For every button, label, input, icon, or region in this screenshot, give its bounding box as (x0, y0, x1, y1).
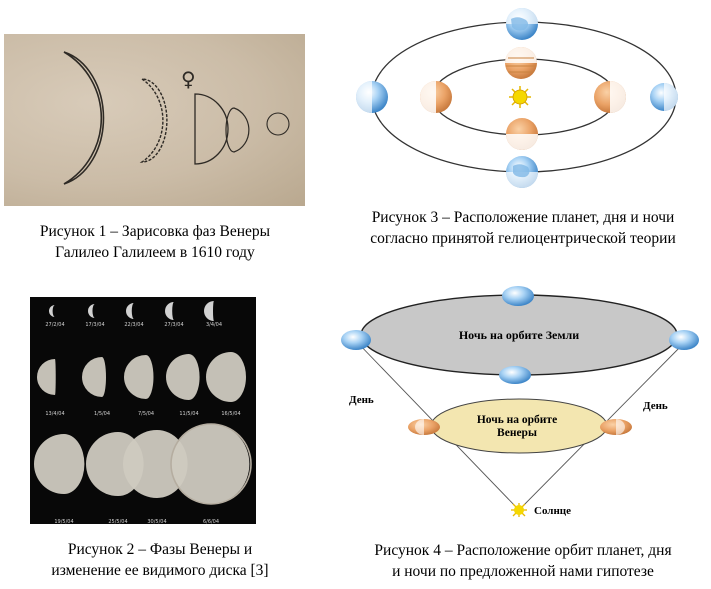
venus-phase-photo (124, 355, 154, 399)
figure-3-heliocentric-scheme (348, 6, 678, 194)
heliocentric-diagram (356, 8, 678, 188)
mid-crescent (139, 78, 168, 163)
venus-phase-sketch: ♀ (63, 51, 290, 185)
venus-phase-date: 6/6/04 (203, 519, 219, 524)
venus-symbol: ♀ (181, 67, 196, 91)
figure-3-caption-line1: Рисунок 3 – Расположение планет, дня и н… (371, 209, 675, 226)
venus-right (600, 419, 632, 435)
venus-phase-date: 25/5/04 (108, 519, 127, 524)
earth-right (669, 330, 699, 350)
figure-4-caption: Рисунок 4 – Расположение орбит планет, д… (335, 540, 711, 582)
figure-3-caption-line2: согласно принятой гелиоцентрической теор… (370, 230, 676, 247)
figure-4-caption-line2: и ночи по предложенной нами гипотезе (392, 563, 654, 580)
venus-phase-photo (37, 359, 56, 395)
venus-phase-date: 19/5/04 (54, 519, 73, 524)
venus-phase-photo (49, 305, 55, 317)
figure-2-caption-line2: изменение ее видимого диска [3] (51, 562, 269, 579)
figure-2-caption: Рисунок 2 – Фазы Венеры и изменение ее в… (0, 539, 320, 581)
venus-bottom (506, 118, 538, 150)
venus-phase-date: 22/3/04 (124, 322, 143, 328)
earth-bottom (499, 366, 531, 384)
venus-phase-date: 16/5/04 (221, 411, 240, 417)
venus-phase-date: 1/5/04 (94, 411, 110, 417)
earth-top (502, 286, 534, 306)
figure-4-proposed-hypothesis: Ночь на орбите Земли Ночь на орбите Вене… (335, 283, 705, 521)
hypothesis-diagram: Ночь на орбите Земли Ночь на орбите Вене… (341, 286, 699, 517)
venus-phase-photo (206, 352, 246, 402)
earth-right (650, 83, 678, 111)
figure-1-caption: Рисунок 1 – Зарисовка фаз Венеры Галилео… (0, 221, 310, 263)
earth-top (506, 8, 538, 40)
venus-phase-photo (82, 357, 106, 397)
gibbous-phase (225, 107, 250, 153)
venus-phase-photo (166, 354, 200, 400)
venus-orbit-label-line2: Венеры (497, 427, 537, 439)
venus-phase-date: 11/5/04 (179, 411, 198, 417)
venus-phase-photo (34, 434, 85, 494)
venus-phase-photo (170, 423, 252, 505)
figure-3-caption: Рисунок 3 – Расположение планет, дня и н… (335, 207, 711, 249)
figure-4-caption-line1: Рисунок 4 – Расположение орбит планет, д… (374, 542, 672, 559)
full-phase (266, 112, 290, 136)
half-phase (194, 93, 229, 165)
venus-phase-date: 13/4/04 (45, 411, 64, 417)
sun-icon (511, 503, 527, 517)
venus-phase-photo (165, 302, 174, 320)
venus-phase-date: 3/4/04 (206, 322, 222, 328)
large-crescent (63, 51, 105, 185)
venus-phase-date: 17/3/04 (85, 322, 104, 328)
day-label-left: День (349, 394, 374, 406)
figure-1-caption-line1: Рисунок 1 – Зарисовка фаз Венеры (39, 223, 271, 240)
earth-left (341, 330, 371, 350)
venus-left (408, 419, 440, 435)
sun-icon (509, 86, 531, 108)
venus-left (420, 81, 452, 113)
figure-2-venus-photos: 27/2/04 17/3/04 22/3/04 27/3/04 3/4/04 13/4/0… (30, 297, 256, 525)
venus-right (594, 81, 626, 113)
venus-phase-photo (88, 304, 95, 318)
venus-phase-photo (204, 301, 214, 321)
venus-phase-date: 7/5/04 (138, 411, 154, 417)
earth-bottom (506, 156, 538, 188)
figure-1-caption-line2: Галилео Галилеем в 1610 году (55, 244, 255, 261)
figure-1-galileo-sketch: ♀ (4, 34, 305, 206)
venus-phase-photo (126, 303, 134, 319)
figure-2-caption-line1: Рисунок 2 – Фазы Венеры и (67, 541, 253, 558)
venus-orbit-label-line1: Ночь на орбите (477, 414, 557, 426)
venus-orbit-night (430, 398, 608, 454)
venus-top (505, 47, 537, 79)
venus-phase-date: 27/2/04 (45, 322, 64, 328)
sun-label: Солнце (534, 505, 571, 517)
venus-phase-photos: 27/2/04 17/3/04 22/3/04 27/3/04 3/4/04 13/4/0… (34, 301, 252, 525)
day-label-right: День (643, 400, 668, 412)
venus-phase-date: 27/3/04 (164, 322, 183, 328)
earth-left (356, 81, 388, 113)
venus-phase-date: 30/5/04 (147, 519, 166, 524)
venus-phase-photo (123, 430, 188, 498)
earth-orbit-label: Ночь на орбите Земли (459, 328, 579, 342)
